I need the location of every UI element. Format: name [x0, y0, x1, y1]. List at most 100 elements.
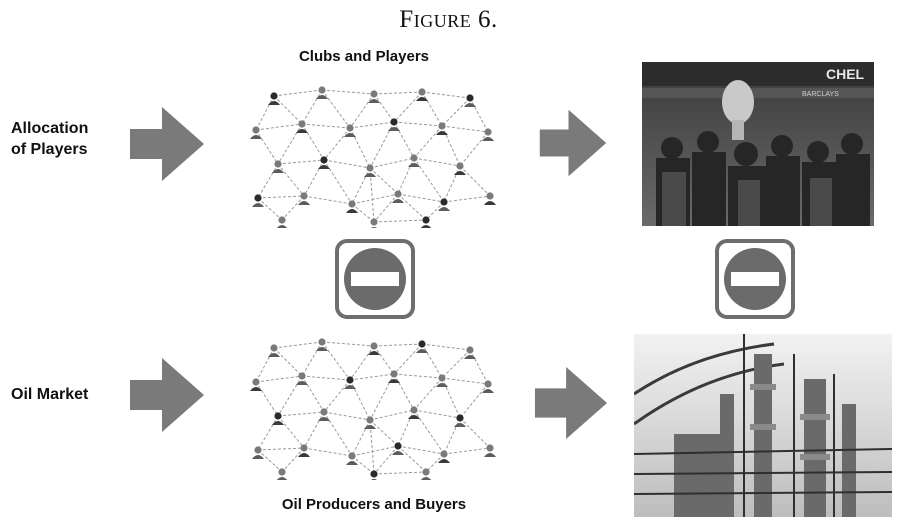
person-node-icon — [272, 412, 284, 425]
network-edge — [373, 193, 399, 223]
network-edge — [425, 453, 445, 473]
network-edge — [369, 409, 415, 421]
network-edge — [273, 341, 323, 349]
network-edge — [281, 195, 305, 221]
right-arrow-icon — [534, 366, 608, 440]
person-node-icon — [296, 372, 308, 385]
person-node-icon — [318, 156, 330, 169]
network-edge — [349, 373, 395, 381]
network-edge — [255, 129, 279, 165]
right-arrow-icon — [539, 109, 607, 177]
person-node-icon — [316, 86, 328, 99]
banner-text: CHEL — [826, 66, 865, 82]
person-node-icon — [484, 444, 496, 457]
network-edge — [321, 89, 375, 95]
network-edge — [369, 419, 399, 447]
network-edge — [321, 341, 351, 381]
network-edge — [321, 89, 351, 129]
network-edge — [323, 159, 371, 169]
network-edge — [373, 343, 423, 347]
network-edge — [351, 419, 371, 457]
network-edge — [255, 381, 279, 417]
network-graph-oil-producers-buyers — [244, 330, 504, 480]
person-node-icon — [436, 122, 448, 135]
network-edge — [421, 343, 443, 379]
person-node-icon — [250, 378, 262, 391]
person-node-icon — [482, 380, 494, 393]
network-edge — [323, 379, 351, 413]
no-entry-sign-left — [335, 239, 415, 319]
network-edge — [441, 377, 489, 385]
network-edge — [277, 163, 305, 197]
person-node-icon — [454, 162, 466, 175]
right-arrow-icon — [130, 358, 204, 432]
network-edge — [351, 167, 371, 205]
person-node-icon — [370, 470, 378, 480]
network-edge — [393, 343, 423, 375]
network-edge — [373, 471, 427, 475]
network-edge — [373, 345, 395, 375]
sponsor-text: BARCLAYS — [802, 91, 839, 98]
network-edge — [301, 89, 323, 125]
person-node-icon — [368, 90, 380, 103]
person-node-icon — [416, 340, 428, 353]
network-edge — [277, 123, 303, 165]
network-edge — [373, 93, 395, 123]
network-edge — [255, 375, 303, 383]
network-edge — [393, 121, 415, 159]
network-edge — [351, 445, 399, 457]
person-node-icon — [298, 192, 310, 205]
network-edge — [303, 159, 325, 197]
network-edge — [425, 201, 445, 221]
network-edge — [257, 449, 283, 473]
person-node-icon — [438, 198, 450, 211]
football-trophy-photo: CHEL BARCLAYS — [642, 62, 874, 226]
network-edge — [421, 343, 471, 351]
person-node-icon — [392, 190, 404, 203]
person-node-icon — [252, 446, 264, 459]
network-edge — [413, 157, 461, 167]
network-edge — [349, 93, 375, 129]
figure-title: Figure 6. — [399, 6, 498, 33]
person-node-icon — [344, 124, 356, 137]
network-edge — [369, 121, 395, 169]
network-edge — [351, 193, 399, 205]
network-edge — [443, 195, 491, 203]
network-edge — [441, 125, 489, 133]
network-edge — [277, 411, 325, 417]
network-edge — [459, 165, 491, 197]
network-edge — [397, 193, 427, 221]
network-edge — [257, 447, 305, 451]
network-edge — [303, 447, 353, 457]
person-node-icon — [344, 376, 356, 389]
network-edge — [469, 349, 489, 385]
network-edge — [397, 445, 427, 473]
person-node-icon — [388, 118, 400, 131]
network-edge — [257, 195, 305, 199]
network-edge — [369, 373, 395, 421]
network-edge — [255, 123, 303, 131]
network-edge — [323, 159, 353, 205]
network-edge — [413, 409, 445, 455]
network-edge — [369, 167, 399, 195]
network-edge — [459, 131, 489, 167]
person-node-icon — [420, 216, 432, 228]
network-edge — [303, 411, 325, 449]
network-edge — [369, 167, 375, 223]
network-edge — [443, 447, 491, 455]
network-edge — [349, 121, 395, 129]
person-node-icon — [272, 160, 284, 173]
network-edge — [459, 417, 491, 449]
person-node-icon — [364, 164, 376, 177]
network-edge — [393, 91, 423, 123]
network-caption-clubs-players: Clubs and Players — [298, 48, 430, 65]
network-edge — [321, 341, 375, 347]
person-node-icon — [268, 92, 280, 105]
network-edge — [393, 121, 443, 127]
row-label-allocation-of-players: Allocation of Players — [11, 120, 89, 158]
person-node-icon — [392, 442, 404, 455]
network-edge — [369, 157, 415, 169]
person-node-icon — [368, 342, 380, 355]
person-node-icon — [296, 120, 308, 133]
person-node-icon — [318, 408, 330, 421]
